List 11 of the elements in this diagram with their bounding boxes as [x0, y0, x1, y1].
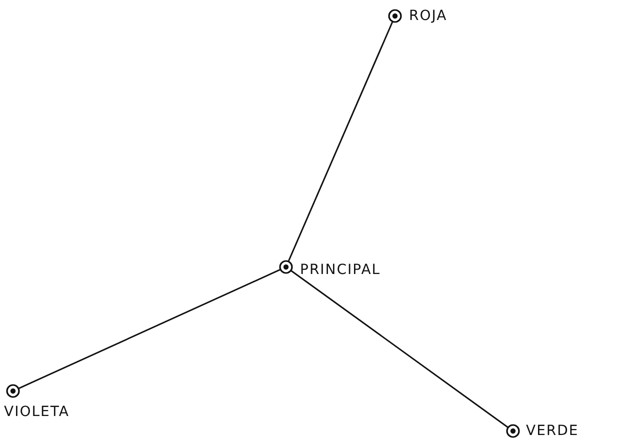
terminal-circle — [388, 9, 402, 23]
terminal-circle — [506, 424, 520, 438]
node-label: VIOLETA — [4, 404, 70, 420]
connector-line — [18, 268, 281, 390]
node-label: VERDE — [526, 423, 579, 439]
connector-line — [288, 21, 394, 262]
node-label: ROJA — [409, 8, 448, 24]
terminal-circle — [279, 260, 293, 274]
terminal-circle — [6, 384, 20, 398]
node-label: PRINCIPAL — [300, 262, 381, 278]
connector-line — [290, 270, 509, 428]
